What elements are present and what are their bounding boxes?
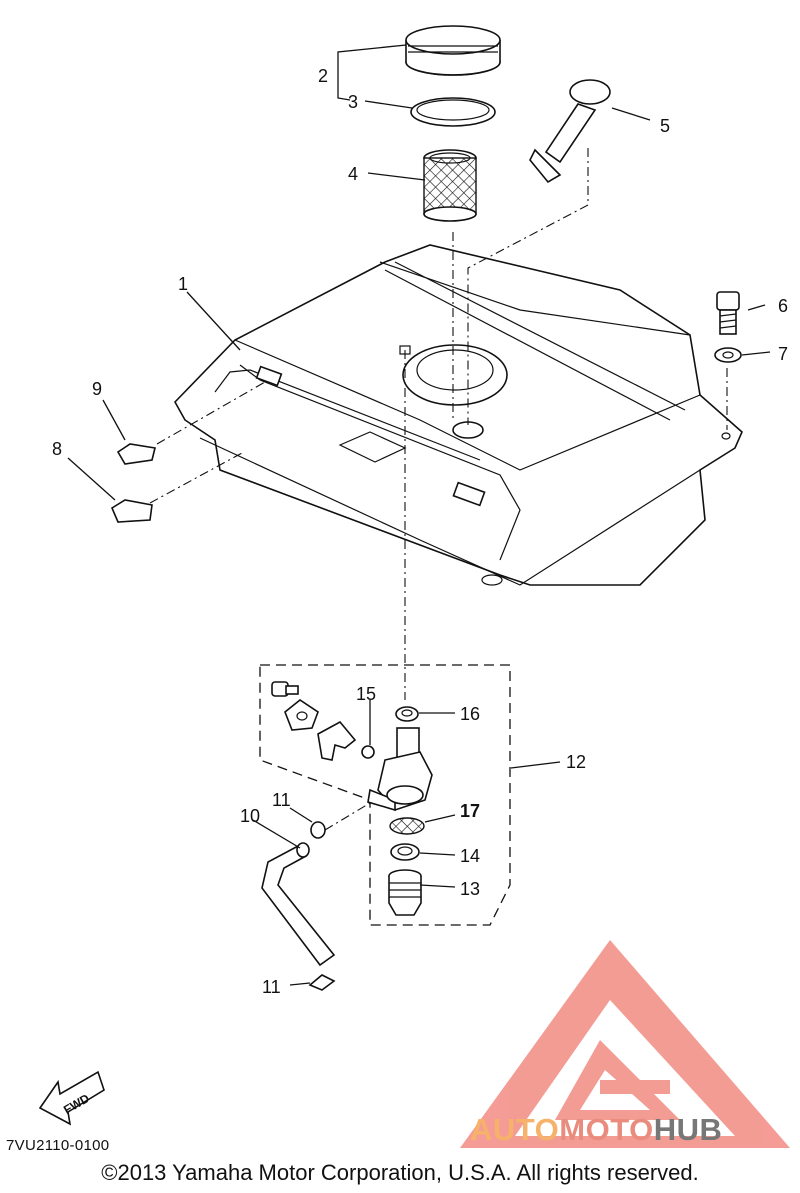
callout-14: 14 bbox=[460, 846, 480, 866]
fuel-cap-part bbox=[405, 25, 501, 76]
fuel-strainer-part bbox=[423, 149, 477, 222]
brand-word-hub: HUB bbox=[653, 1112, 723, 1147]
hose-clip-upper-part bbox=[310, 821, 326, 839]
sediment-cup-part bbox=[388, 869, 422, 916]
damper-9-part bbox=[116, 443, 156, 465]
bolt-part bbox=[716, 291, 740, 335]
leader-lines bbox=[67, 44, 771, 986]
callout-13: 13 bbox=[460, 879, 480, 899]
brand-word-moto: MOTO bbox=[559, 1112, 654, 1147]
callout-6: 6 bbox=[778, 296, 788, 316]
washer-16-part bbox=[395, 706, 419, 722]
callout-9: 9 bbox=[92, 379, 102, 399]
diagram-code: 7VU2110-0100 bbox=[6, 1137, 110, 1154]
fuel-gauge-part bbox=[529, 79, 611, 184]
callout-17: 17 bbox=[460, 801, 480, 821]
callout-15: 15 bbox=[356, 684, 376, 704]
callout-7: 7 bbox=[778, 344, 788, 364]
callout-1: 1 bbox=[178, 274, 188, 294]
callout-11-lower: 11 bbox=[262, 977, 281, 997]
fuel-hose-part bbox=[261, 842, 336, 967]
fuel-cock-lever-part bbox=[271, 681, 357, 761]
fuel-tank-part bbox=[174, 244, 743, 586]
callout-16: 16 bbox=[460, 704, 480, 724]
brand-word-auto: AUTO bbox=[470, 1112, 560, 1147]
washer-part bbox=[714, 347, 742, 363]
fuel-cock-body-part bbox=[367, 727, 433, 812]
callout-3: 3 bbox=[348, 92, 358, 112]
fwd-arrow-icon: FWD bbox=[38, 1070, 105, 1126]
damper-8-part bbox=[110, 499, 153, 523]
callout-12: 12 bbox=[566, 752, 586, 772]
automotohub-wordmark: AUTOMOTOHUB bbox=[470, 1112, 722, 1148]
callout-8: 8 bbox=[52, 439, 62, 459]
callout-2: 2 bbox=[318, 66, 328, 86]
hose-clip-lower-part bbox=[308, 974, 336, 991]
fuel-cock-assembly-box bbox=[259, 664, 511, 926]
cap-gasket-part bbox=[410, 97, 496, 127]
copyright-text: ©2013 Yamaha Motor Corporation, U.S.A. A… bbox=[101, 1160, 699, 1185]
filter-screen-part bbox=[389, 817, 425, 835]
callout-5: 5 bbox=[660, 116, 670, 136]
callout-4: 4 bbox=[348, 164, 358, 184]
callout-11-upper: 11 bbox=[272, 790, 291, 810]
gasket-14-part bbox=[390, 843, 420, 861]
callout-10: 10 bbox=[240, 806, 260, 826]
assembly-lines bbox=[149, 148, 728, 831]
automotohub-logo bbox=[460, 940, 790, 1148]
o-ring-part bbox=[361, 745, 375, 759]
